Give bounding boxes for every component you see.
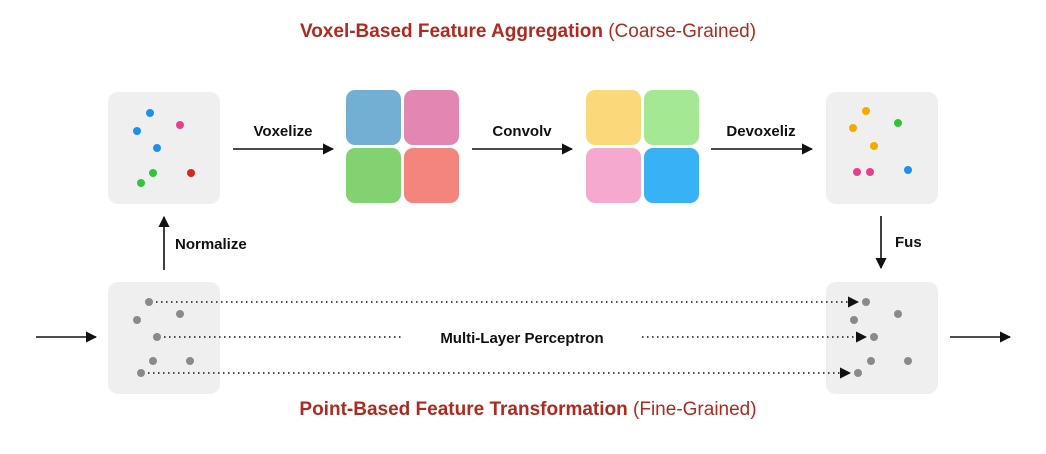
voxel-cell	[586, 148, 641, 203]
input-grey-points	[133, 298, 194, 377]
point	[862, 107, 870, 115]
output-colored-points	[849, 107, 912, 176]
point	[866, 168, 874, 176]
devoxelize-label: Devoxeliz	[726, 123, 795, 140]
point	[867, 357, 875, 365]
input-colored-points	[133, 109, 195, 187]
point	[153, 333, 161, 341]
point	[176, 121, 184, 129]
point	[850, 316, 858, 324]
point	[153, 144, 161, 152]
point	[854, 369, 862, 377]
point	[137, 179, 145, 187]
normalize-label: Normalize	[175, 236, 247, 253]
voxel-cell	[346, 90, 401, 145]
point	[853, 168, 861, 176]
point	[137, 369, 145, 377]
point	[862, 298, 870, 306]
bottom-title-rest: (Fine-Grained)	[627, 399, 757, 420]
top-title-bold: Voxel-Based Feature Aggregation	[299, 21, 603, 42]
mlp-label: Multi-Layer Perceptron	[440, 330, 603, 347]
point	[870, 142, 878, 150]
point	[849, 124, 857, 132]
convolve-label: Convolv	[492, 123, 552, 140]
point	[133, 316, 141, 324]
point	[894, 119, 902, 127]
voxel-cell	[644, 148, 699, 203]
point	[149, 357, 157, 365]
point	[133, 127, 141, 135]
voxel-cell	[644, 90, 699, 145]
point	[904, 357, 912, 365]
output-voxel-panel	[826, 92, 938, 204]
output-grey-points	[850, 298, 912, 377]
point	[187, 169, 195, 177]
top-title: Voxel-Based Feature Aggregation (Coarse-…	[228, 20, 828, 44]
bottom-title-bold: Point-Based Feature Transformation	[299, 399, 628, 420]
output-point-panel	[826, 282, 938, 394]
voxel-cell	[404, 148, 459, 203]
input-voxel-panel	[108, 92, 220, 204]
point	[146, 109, 154, 117]
point	[894, 310, 902, 318]
point	[870, 333, 878, 341]
fuse-label: Fus	[895, 234, 922, 251]
voxel-cell	[346, 148, 401, 203]
voxelize-label: Voxelize	[254, 123, 313, 140]
voxel-cell	[586, 90, 641, 145]
voxel-grid-after	[586, 90, 699, 203]
point	[904, 166, 912, 174]
point	[186, 357, 194, 365]
input-point-panel	[108, 282, 220, 394]
point	[149, 169, 157, 177]
point	[176, 310, 184, 318]
bottom-title: Point-Based Feature Transformation (Fine…	[228, 398, 828, 422]
voxel-grid-before	[346, 90, 459, 203]
point	[145, 298, 153, 306]
voxel-cell	[404, 90, 459, 145]
top-title-rest: (Coarse-Grained)	[602, 21, 757, 42]
